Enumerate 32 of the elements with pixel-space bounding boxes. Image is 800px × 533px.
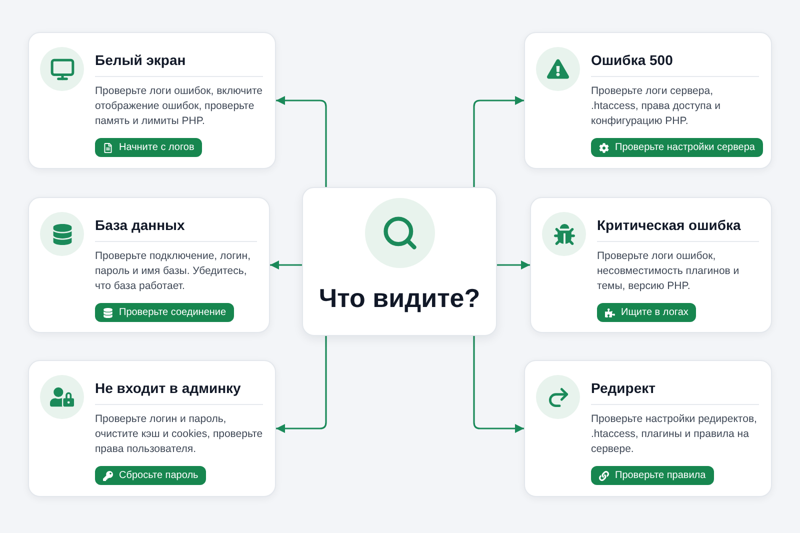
- issue-card: [524, 360, 772, 497]
- connector-arrow: [497, 260, 530, 270]
- connector-arrow: [270, 260, 302, 270]
- card-title: База данных: [95, 216, 185, 235]
- card-description: Проверьте логи ошибок, несовместимость плагинов и темы, версию PHP.: [597, 249, 740, 294]
- card-title: Ошибка 500: [591, 51, 673, 70]
- card-description: Проверьте подключение, логин, пароль и имя базы. Убедитесь, что база работает.: [95, 249, 252, 294]
- connector-arrow: [473, 336, 524, 433]
- card-title: Не входит в админку: [95, 379, 241, 398]
- connector-arrow: [276, 336, 327, 433]
- issue-card: [530, 197, 772, 333]
- connector-arrow: [276, 96, 327, 187]
- card-description: Проверьте логи ошибок, включите отображение ошибок, проверьте память и лимиты PHP.: [95, 84, 263, 129]
- card-title: Критическая ошибка: [597, 216, 741, 235]
- card-title: Белый экран: [95, 51, 186, 70]
- action-button: Сбросьте пароль: [95, 466, 206, 485]
- issue-card: [28, 360, 276, 497]
- card-description: Проверьте настройки редиректов, .htaccess, плагины и правила на сервере.: [591, 412, 758, 457]
- issue-card: [28, 197, 270, 333]
- issue-card: [28, 32, 276, 169]
- question-heading: Что видите?: [318, 283, 480, 313]
- card-description: Проверьте логин и пароль, очистите кэш и cookies, проверьте права пользователя.: [95, 412, 263, 457]
- connector-arrow: [473, 96, 524, 187]
- issue-card: [524, 32, 772, 169]
- action-button: Проверьте правила: [591, 466, 714, 485]
- action-button: Ищите в логах: [597, 303, 696, 322]
- action-button: Проверьте соединение: [95, 303, 234, 322]
- question-card: [302, 187, 497, 336]
- action-button: Начните с логов: [95, 138, 202, 157]
- card-title: Редирект: [591, 379, 656, 398]
- card-description: Проверьте логи сервера, .htaccess, права доступа и конфигурацию PHP.: [591, 84, 722, 129]
- action-button: Проверьте настройки сервера: [591, 138, 763, 157]
